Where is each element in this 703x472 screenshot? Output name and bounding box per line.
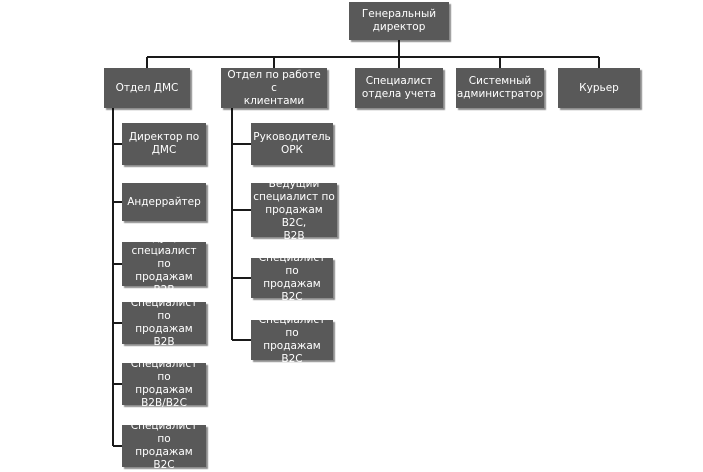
node-lead-b2b-sales-specialist: Ведущий специалист по продажам В2В xyxy=(122,232,206,296)
node-lead-b2c-b2b-sales-specialist: Ведущий специалист по продажам В2С, В2В xyxy=(251,178,337,242)
node-dms-director: Директор по ДМС xyxy=(122,123,206,165)
node-dms-department: Отдел ДМС xyxy=(104,68,190,108)
node-courier: Курьер xyxy=(558,68,640,108)
node-b2b-b2c-sales-specialist: Специалист по продажам В2В/В2С xyxy=(122,358,206,409)
node-b2c-sales-specialist-2: Специалист по продажам В2С xyxy=(251,314,333,365)
node-underwriter: Андеррайтер xyxy=(122,183,206,221)
node-accounting-specialist: Специалист отдела учета xyxy=(355,68,443,108)
node-b2c-sales-specialist-dms: Специалист по продажам В2С xyxy=(122,420,206,471)
node-b2c-sales-specialist-1: Специалист по продажам В2С xyxy=(251,252,333,303)
node-client-relations-department: Отдел по работе с клиентами xyxy=(221,68,327,108)
node-general-director: Генеральный директор xyxy=(349,2,449,40)
node-system-administrator: Системный администратор xyxy=(456,68,544,108)
node-ork-head: Руководитель ОРК xyxy=(251,123,333,165)
node-b2b-sales-specialist: Специалист по продажам В2В xyxy=(122,297,206,348)
